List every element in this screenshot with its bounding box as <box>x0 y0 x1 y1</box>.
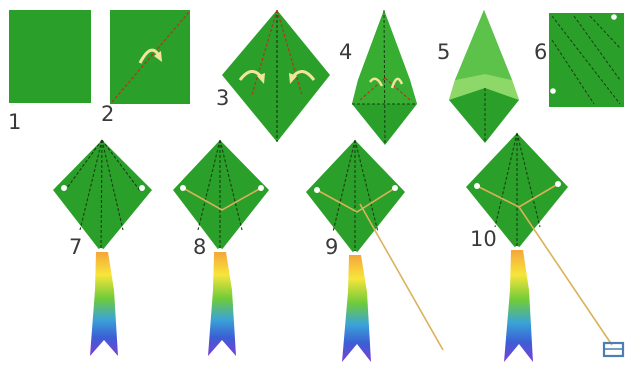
hole-dot <box>392 185 398 191</box>
step-7-kite-with-holes <box>53 139 152 356</box>
step-6-crease-pattern <box>549 13 624 107</box>
step-1-square-paper <box>9 10 91 103</box>
hole-dot <box>180 185 186 191</box>
step-3-fold-sides <box>222 9 330 142</box>
flying-line <box>359 203 444 351</box>
step-number-10: 10 <box>470 227 497 251</box>
fold-arrow-icon <box>369 77 384 87</box>
step-number-2: 2 <box>101 102 115 126</box>
kite-tail <box>90 252 118 356</box>
hole-dot <box>139 185 145 191</box>
hole-dot <box>61 185 67 191</box>
kite-tail <box>208 252 236 356</box>
step-number-7: 7 <box>69 235 83 259</box>
step-5-folded-kite <box>449 10 519 143</box>
step-number-5: 5 <box>437 40 451 64</box>
bridle-string <box>182 187 262 211</box>
kite-tail <box>342 255 371 362</box>
bridle-string <box>316 187 396 213</box>
kite-tail <box>504 250 533 362</box>
fold-arrow-icon <box>390 77 404 89</box>
step-8-kite-with-bridle <box>173 139 269 356</box>
hole-dot <box>611 14 617 20</box>
hole-dot <box>550 88 556 94</box>
step-number-8: 8 <box>193 235 207 259</box>
hole-dot <box>258 185 264 191</box>
step-number-4: 4 <box>339 40 353 64</box>
step-number-3: 3 <box>216 86 230 110</box>
step-number-1: 1 <box>8 110 22 134</box>
hole-dot <box>474 183 480 189</box>
flying-line <box>518 206 613 346</box>
step-9-kite-with-string <box>306 139 444 362</box>
step-number-9: 9 <box>325 235 339 259</box>
step-2-diagonal-fold <box>110 10 190 104</box>
hole-dot <box>555 181 561 187</box>
step-number-6: 6 <box>534 40 548 64</box>
step-10-finished-kite <box>466 132 625 362</box>
step-4-kite-shape <box>352 9 417 146</box>
hole-dot <box>314 187 320 193</box>
